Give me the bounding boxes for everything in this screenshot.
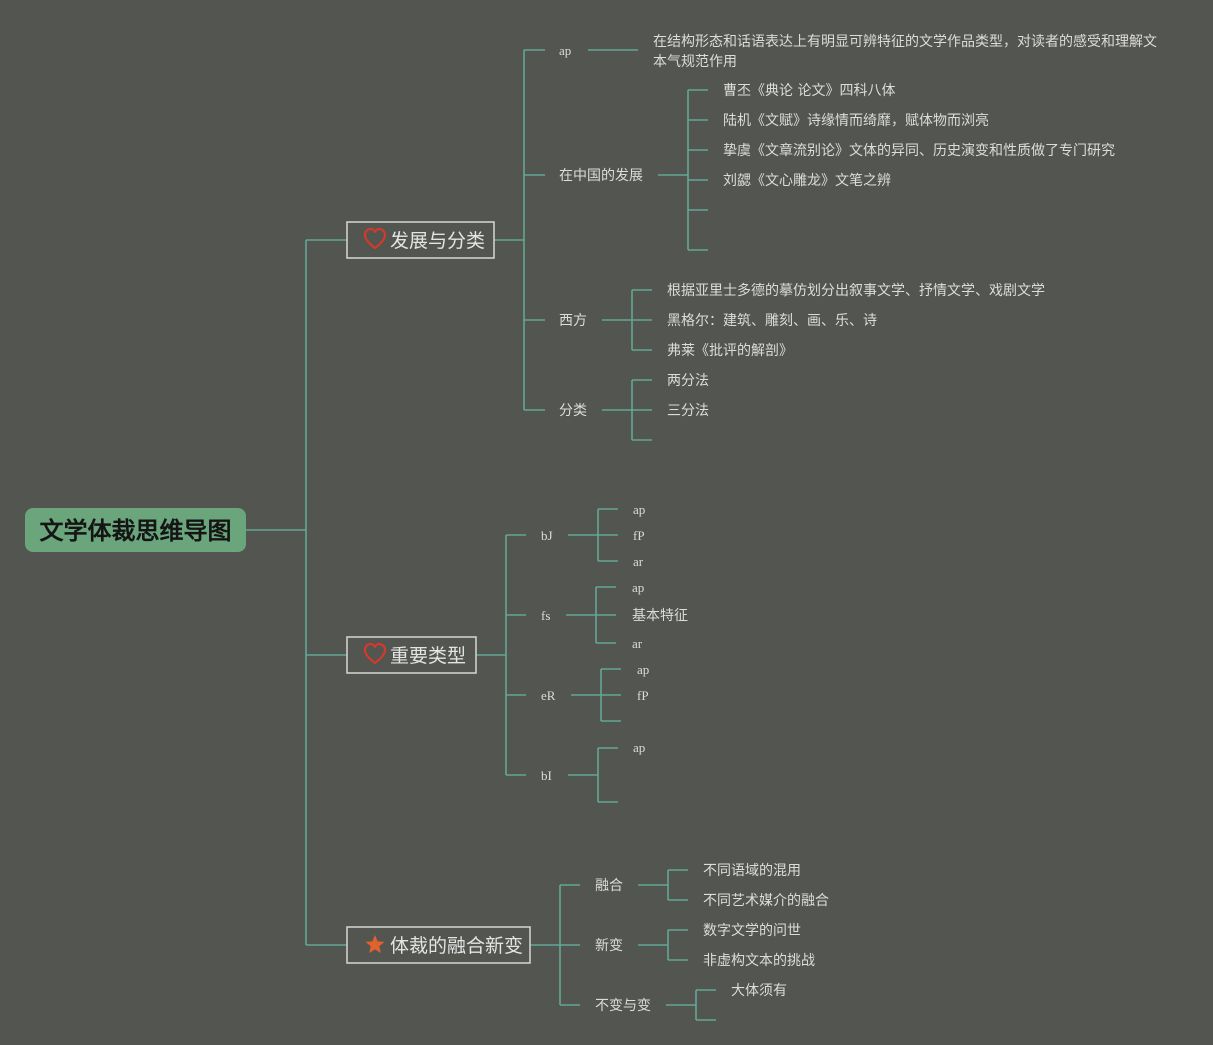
node-label[interactable]: fs [541, 608, 550, 623]
node-label[interactable]: 融合 [595, 878, 623, 894]
branch-box [346, 926, 531, 964]
leaf-label[interactable]: 基本特征 [632, 607, 688, 624]
root-node[interactable]: 文学体裁思维导图 [25, 508, 246, 552]
leaf-label[interactable]: 曹丕《典论 论文》四科八体 [723, 83, 895, 99]
leaf-label[interactable]: 大体须有 [731, 983, 787, 999]
leaf-label[interactable]: 不同艺术媒介的融合 [703, 893, 829, 909]
leaf-label[interactable]: 数字文学的问世 [703, 923, 801, 939]
branch-label: 体裁的融合新变 [390, 935, 523, 957]
root-node-box [25, 508, 246, 552]
branch-label: 重要类型 [390, 645, 466, 667]
leaf-label[interactable]: 陆机《文赋》诗缘情而绮靡，赋体物而浏亮 [723, 112, 989, 129]
leaf-label[interactable]: ap [632, 580, 644, 595]
leaf-label[interactable]: 刘勰《文心雕龙》文笔之辨 [723, 173, 891, 189]
connectors [246, 49, 716, 1021]
leaf-label[interactable]: 黑格尔：建筑、雕刻、画、乐、诗 [667, 313, 877, 329]
leaf-label[interactable]: ap [633, 740, 645, 755]
leaf-label[interactable]: 弗莱《批评的解剖》 [667, 343, 793, 359]
branch-node-development[interactable]: 发展与分类 [346, 221, 495, 259]
leaf-label[interactable]: ar [632, 636, 643, 651]
node-label[interactable]: 西方 [559, 313, 587, 329]
node-label[interactable]: eR [541, 688, 556, 703]
heart-icon [363, 227, 387, 250]
leaf-label[interactable]: 非虚构文本的挑战 [703, 953, 815, 969]
node-label[interactable]: 新变 [595, 938, 623, 954]
leaf-label[interactable]: 不同语域的混用 [703, 863, 801, 879]
heart-icon [363, 642, 387, 665]
leaf-label[interactable]: ap [637, 662, 649, 677]
branch-node-fusion[interactable]: 体裁的融合新变 [346, 926, 531, 964]
leaf-label[interactable]: fP [637, 688, 649, 703]
branch-box [346, 221, 495, 259]
leaf-label[interactable]: 根据亚里士多德的摹仿划分出叙事文学、抒情文学、戏剧文学 [667, 282, 1045, 299]
node-label[interactable]: ap [559, 43, 571, 58]
leaf-label[interactable]: 两分法 [667, 373, 709, 389]
branch-node-important-types[interactable]: 重要类型 [346, 636, 477, 674]
leaf-label[interactable]: fP [633, 528, 645, 543]
branch-label: 发展与分类 [390, 230, 485, 252]
node-label[interactable]: 在中国的发展 [559, 168, 643, 184]
leaf-label[interactable]: ar [633, 554, 644, 569]
branch-box [346, 636, 477, 674]
node-label[interactable]: 不变与变 [595, 998, 651, 1014]
root-title: 文学体裁思维导图 [40, 517, 232, 545]
node-label[interactable]: 分类 [559, 403, 587, 419]
leaf-label[interactable]: 三分法 [667, 403, 709, 419]
leaf-label[interactable]: ap [633, 502, 645, 517]
definition-line-1[interactable]: 在结构形态和话语表达上有明显可辨特征的文学作品类型，对读者的感受和理解文 [653, 33, 1157, 50]
definition-line-2[interactable]: 本气规范作用 [653, 53, 737, 70]
node-label[interactable]: bI [541, 768, 552, 783]
star-icon [365, 935, 385, 954]
node-label[interactable]: bJ [541, 528, 553, 543]
leaf-label[interactable]: 挚虞《文章流别论》文体的异同、历史演变和性质做了专门研究 [723, 142, 1115, 159]
